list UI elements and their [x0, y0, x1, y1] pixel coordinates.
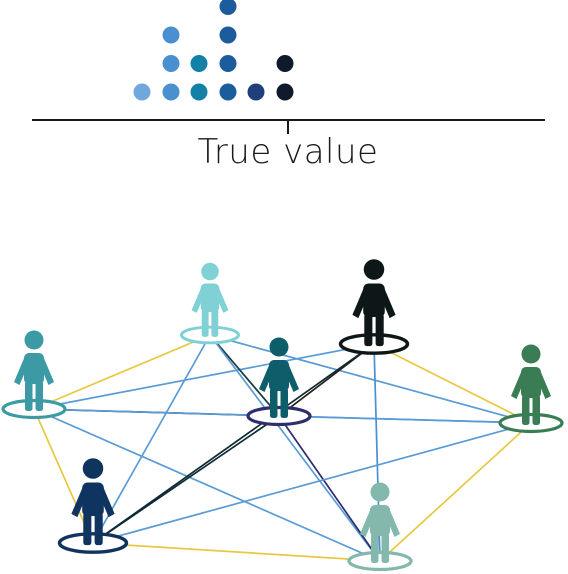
network-link: [209, 334, 280, 417]
estimate-dot: [219, 83, 237, 101]
person-icon: [71, 458, 115, 546]
estimate-dot: [276, 83, 294, 101]
person-ring: [1, 398, 67, 420]
person-ring: [57, 532, 129, 554]
estimate-dot: [276, 55, 294, 72]
network-link: [209, 334, 532, 424]
person-ring: [338, 333, 410, 355]
estimate-dot: [247, 83, 265, 101]
network-people: [1, 259, 564, 572]
network-link: [92, 334, 211, 544]
person-p4: [338, 259, 410, 355]
person-p6: [57, 458, 129, 554]
person-icon: [14, 330, 54, 411]
person-ring: [347, 550, 413, 572]
estimate-dot: [219, 55, 237, 72]
estimate-dot: [133, 83, 151, 101]
network-link: [379, 422, 532, 562]
network-link: [33, 343, 375, 410]
person-icon: [352, 259, 396, 347]
estimate-dot: [190, 83, 208, 101]
person-ring: [498, 412, 564, 434]
network-link: [33, 408, 94, 544]
person-icon: [191, 262, 229, 337]
axis-label: True value: [197, 132, 379, 172]
person-icon: [511, 344, 551, 425]
estimate-dot: [219, 26, 237, 44]
estimate-dot: [162, 83, 180, 101]
person-p5: [498, 344, 564, 434]
network-link: [373, 343, 532, 424]
person-p7: [347, 482, 413, 572]
person-p2: [180, 262, 240, 345]
person-icon: [360, 482, 400, 563]
person-p3: [246, 337, 312, 427]
estimate-dot: [219, 0, 237, 15]
network-link: [278, 415, 381, 562]
network-link: [209, 334, 381, 562]
estimate-dot: [162, 26, 180, 44]
network-link: [92, 343, 375, 544]
network-link: [33, 408, 381, 562]
network-link: [33, 334, 211, 410]
estimate-dots: [133, 0, 294, 101]
person-p1: [1, 330, 67, 420]
person-ring: [246, 405, 312, 427]
estimate-dot: [162, 55, 180, 72]
person-icon: [259, 337, 299, 418]
network-link: [92, 422, 532, 544]
network-link: [92, 542, 381, 562]
network-link: [278, 415, 532, 424]
estimate-dot: [190, 55, 208, 72]
person-ring: [180, 325, 240, 345]
